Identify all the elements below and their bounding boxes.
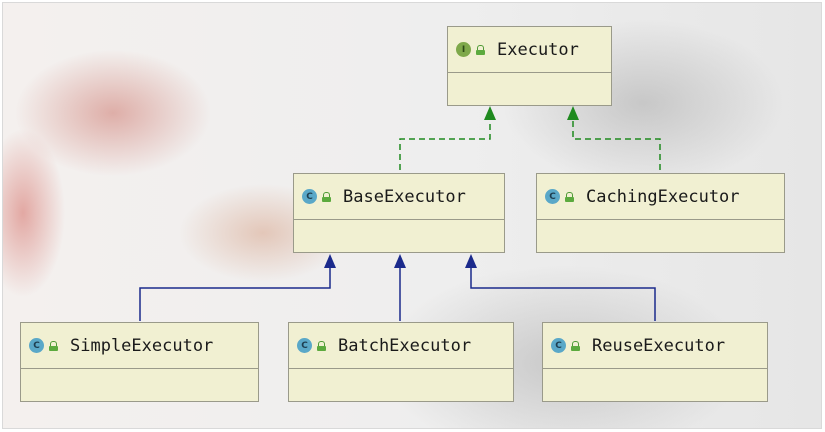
implements-edges bbox=[399, 106, 661, 170]
class-header: C CachingExecutor bbox=[537, 174, 784, 220]
class-icon: C bbox=[302, 189, 317, 204]
extends-edges bbox=[139, 254, 656, 321]
public-lock-icon bbox=[571, 340, 580, 351]
arrowhead-simple-to-base bbox=[324, 254, 336, 268]
class-icon: C bbox=[29, 338, 44, 353]
class-name: BatchExecutor bbox=[338, 335, 472, 356]
arrowhead-caching-to-executor bbox=[567, 106, 579, 120]
class-name: ReuseExecutor bbox=[592, 335, 726, 356]
public-lock-icon bbox=[322, 191, 331, 202]
class-box-executor[interactable]: I Executor bbox=[447, 26, 612, 106]
class-header: C SimpleExecutor bbox=[21, 323, 258, 369]
class-name: Executor bbox=[497, 39, 579, 60]
class-box-simple-executor[interactable]: C SimpleExecutor bbox=[20, 322, 259, 402]
class-header: C ReuseExecutor bbox=[543, 323, 767, 369]
class-box-base-executor[interactable]: C BaseExecutor bbox=[293, 173, 505, 253]
edge-caching-to-executor bbox=[572, 119, 661, 170]
edge-simple-to-base bbox=[139, 268, 331, 321]
relation-edges bbox=[139, 106, 661, 321]
class-members bbox=[294, 220, 504, 252]
edge-base-to-executor bbox=[399, 119, 491, 170]
interface-icon: I bbox=[456, 42, 471, 57]
class-members bbox=[289, 369, 513, 401]
class-header: I Executor bbox=[448, 27, 611, 73]
class-members bbox=[448, 73, 611, 105]
class-header: C BaseExecutor bbox=[294, 174, 504, 220]
arrowhead-batch-to-base bbox=[394, 254, 406, 268]
arrowhead-base-to-executor bbox=[484, 106, 496, 120]
class-icon: C bbox=[297, 338, 312, 353]
class-members bbox=[537, 220, 784, 252]
class-icon: C bbox=[545, 189, 560, 204]
class-header: C BatchExecutor bbox=[289, 323, 513, 369]
public-lock-icon bbox=[565, 191, 574, 202]
class-name: BaseExecutor bbox=[343, 186, 466, 207]
class-icon: C bbox=[551, 338, 566, 353]
class-name: CachingExecutor bbox=[586, 186, 740, 207]
class-box-batch-executor[interactable]: C BatchExecutor bbox=[288, 322, 514, 402]
class-box-caching-executor[interactable]: C CachingExecutor bbox=[536, 173, 785, 253]
class-box-reuse-executor[interactable]: C ReuseExecutor bbox=[542, 322, 768, 402]
public-lock-icon bbox=[317, 340, 326, 351]
class-members bbox=[543, 369, 767, 401]
arrowhead-reuse-to-base bbox=[465, 254, 477, 268]
edge-reuse-to-base bbox=[470, 268, 656, 321]
class-name: SimpleExecutor bbox=[70, 335, 214, 356]
public-lock-icon bbox=[476, 44, 485, 55]
public-lock-icon bbox=[49, 340, 58, 351]
class-members bbox=[21, 369, 258, 401]
